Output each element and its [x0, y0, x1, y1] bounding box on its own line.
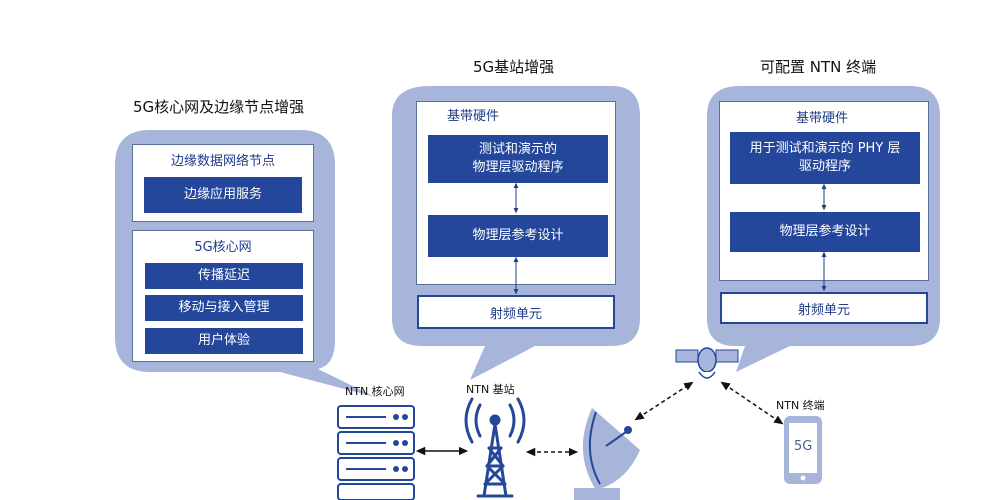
satellite-dish-icon: [574, 408, 640, 500]
user-experience-block: 用户体验: [145, 328, 303, 354]
phone-5g-text: 5G: [794, 439, 813, 454]
gnb-phy-driver-line2: 物理层驱动程序: [472, 160, 564, 175]
gnb-rf-unit: 射频单元: [417, 295, 615, 329]
core-panel-title: 5G核心网及边缘节点增强: [133, 98, 305, 116]
satellite-icon: [675, 347, 739, 379]
core-network-box: 5G核心网 传播延迟 移动与接入管理 用户体验: [132, 230, 314, 362]
ue-phy-driver-line1: 用于测试和演示的 PHY 层: [749, 141, 901, 156]
gnb-phy-driver-line1: 测试和演示的: [478, 142, 557, 157]
ue-phy-driver-block: 用于测试和演示的 PHY 层 驱动程序: [730, 132, 920, 184]
ntn-ue-label: NTN 终端: [776, 399, 825, 412]
edge-node-header: 边缘数据网络节点: [170, 154, 275, 169]
mobility-access-block: 移动与接入管理: [145, 295, 303, 321]
satellite-ue-link: [720, 381, 784, 425]
edge-app-service-block: 边缘应用服务: [144, 177, 302, 213]
gnb-panel-title: 5G基站增强: [473, 58, 555, 76]
ue-baseband-header: 基带硬件: [796, 111, 849, 126]
core-network-header: 5G核心网: [194, 240, 252, 255]
ue-baseband-box: 基带硬件 用于测试和演示的 PHY 层 驱动程序 物理层参考设计: [719, 101, 929, 281]
propagation-delay-block: 传播延迟: [145, 263, 303, 289]
ue-panel-title: 可配置 NTN 终端: [760, 58, 877, 76]
ntn-gnb-label: NTN 基站: [466, 383, 515, 396]
ue-phy-reference-block: 物理层参考设计: [730, 212, 920, 252]
server-rack-icon: [337, 405, 415, 500]
edge-node-box: 边缘数据网络节点 边缘应用服务: [132, 144, 314, 222]
phone-icon: [784, 416, 822, 484]
gnb-phy-driver-block: 测试和演示的 物理层驱动程序: [428, 135, 608, 183]
ue-rf-unit: 射频单元: [720, 292, 928, 324]
ntn-core-label: NTN 核心网: [345, 385, 405, 398]
gnb-phy-reference-block: 物理层参考设计: [428, 215, 608, 257]
ue-phy-driver-line2: 驱动程序: [798, 159, 851, 174]
cell-tower-icon: [464, 397, 526, 498]
gnb-baseband-header: 基带硬件: [447, 109, 500, 124]
dish-satellite-link: [634, 381, 694, 421]
